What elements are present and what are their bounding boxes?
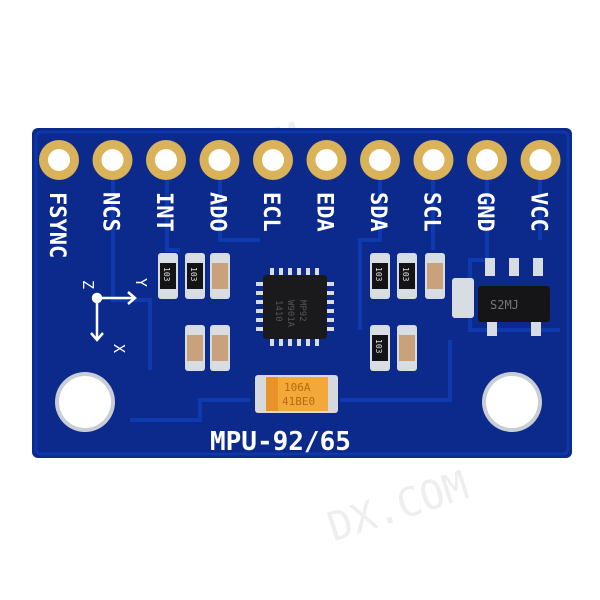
pin-hole bbox=[529, 149, 552, 171]
resistor: 103 bbox=[370, 325, 390, 371]
model-label: MPU-92/65 bbox=[210, 427, 351, 457]
resistor: 103 bbox=[185, 253, 205, 299]
regulator-marking: S2MJ bbox=[490, 298, 519, 312]
axis-marking bbox=[90, 291, 137, 342]
resistor: 103 bbox=[370, 253, 390, 299]
ceramic-capacitor bbox=[210, 325, 230, 371]
pin-label-scl: SCL bbox=[419, 192, 444, 232]
ceramic-capacitor bbox=[397, 325, 417, 371]
capacitor-marking: 41BE0 bbox=[282, 395, 315, 408]
pin-hole bbox=[476, 149, 498, 171]
pin-label-ado: ADO bbox=[205, 192, 230, 232]
axis-z-label: Z bbox=[79, 280, 97, 289]
svg-text:103: 103 bbox=[162, 267, 171, 282]
pin-label-ncs: NCS bbox=[98, 192, 123, 232]
pin-hole bbox=[315, 149, 338, 171]
pin-hole bbox=[422, 149, 445, 171]
smd-components: 103 103 103 103 103 bbox=[158, 253, 445, 371]
watermark-text-2: DX.COM bbox=[322, 463, 474, 551]
ceramic-capacitor bbox=[425, 253, 445, 299]
pin-label-vcc: VCC bbox=[526, 192, 551, 232]
svg-text:103: 103 bbox=[374, 267, 383, 282]
pin-label-ecl: ECL bbox=[258, 192, 283, 232]
svg-text:103: 103 bbox=[374, 339, 383, 354]
capacitor-marking: 106A bbox=[284, 381, 311, 394]
pin-hole bbox=[208, 149, 231, 171]
pcb-traces bbox=[111, 180, 560, 422]
pin-labels: FSYNC NCS INT ADO ECL EDA SDA SCL GND VCC bbox=[44, 192, 551, 258]
ceramic-capacitor bbox=[210, 253, 230, 299]
axis-x-label: X bbox=[110, 344, 128, 353]
pin-label-eda: EDA bbox=[312, 192, 337, 232]
pin-hole bbox=[369, 149, 391, 171]
pin-hole bbox=[262, 149, 284, 171]
svg-text:103: 103 bbox=[189, 267, 198, 282]
resistor: 103 bbox=[158, 253, 178, 299]
chip-marking: MP92 bbox=[297, 300, 307, 322]
pin-hole bbox=[155, 149, 177, 171]
pin-hole bbox=[48, 149, 70, 171]
imu-chip: MP92 W901A 1410 bbox=[256, 268, 334, 346]
axis-y-label: Y bbox=[132, 278, 150, 287]
chip-marking: 1410 bbox=[273, 300, 283, 322]
header-pins bbox=[39, 140, 561, 180]
pin-label-int: INT bbox=[151, 192, 176, 232]
pin-label-gnd: GND bbox=[472, 192, 497, 232]
resistor: 103 bbox=[397, 253, 417, 299]
voltage-regulator: S2MJ bbox=[452, 258, 550, 336]
pin-label-fsync: FSYNC bbox=[44, 192, 69, 258]
pin-hole bbox=[101, 149, 124, 171]
pin-label-sda: SDA bbox=[365, 192, 390, 232]
tantalum-capacitor: 106A 41BE0 bbox=[255, 375, 338, 413]
svg-text:103: 103 bbox=[401, 267, 410, 282]
ceramic-capacitor bbox=[185, 325, 205, 371]
chip-marking: W901A bbox=[285, 300, 295, 328]
